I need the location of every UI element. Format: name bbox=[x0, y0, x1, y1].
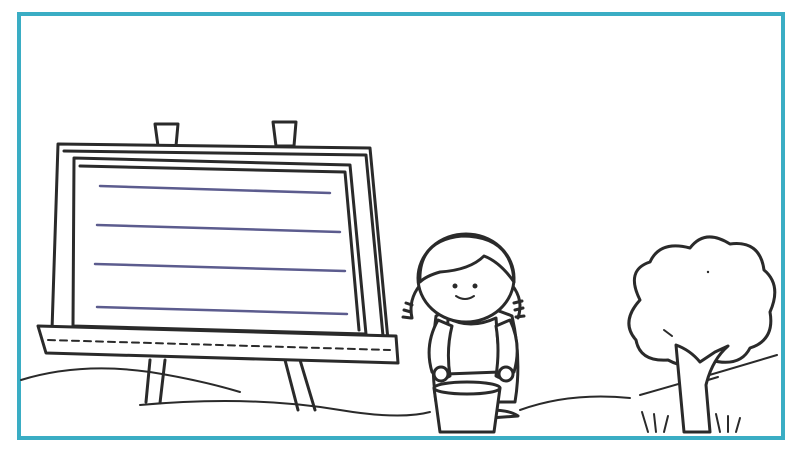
easel-pegs bbox=[153, 120, 298, 148]
girl-with-bucket-icon bbox=[401, 232, 526, 434]
easel-legs bbox=[144, 358, 317, 412]
easel-board-icon bbox=[50, 142, 390, 342]
girl-eye-left bbox=[452, 283, 458, 289]
easel-chalk-tray bbox=[36, 324, 400, 365]
tree-icon bbox=[627, 235, 777, 434]
girl-eye-right bbox=[472, 283, 478, 289]
board-ruled-lines bbox=[93, 184, 349, 316]
